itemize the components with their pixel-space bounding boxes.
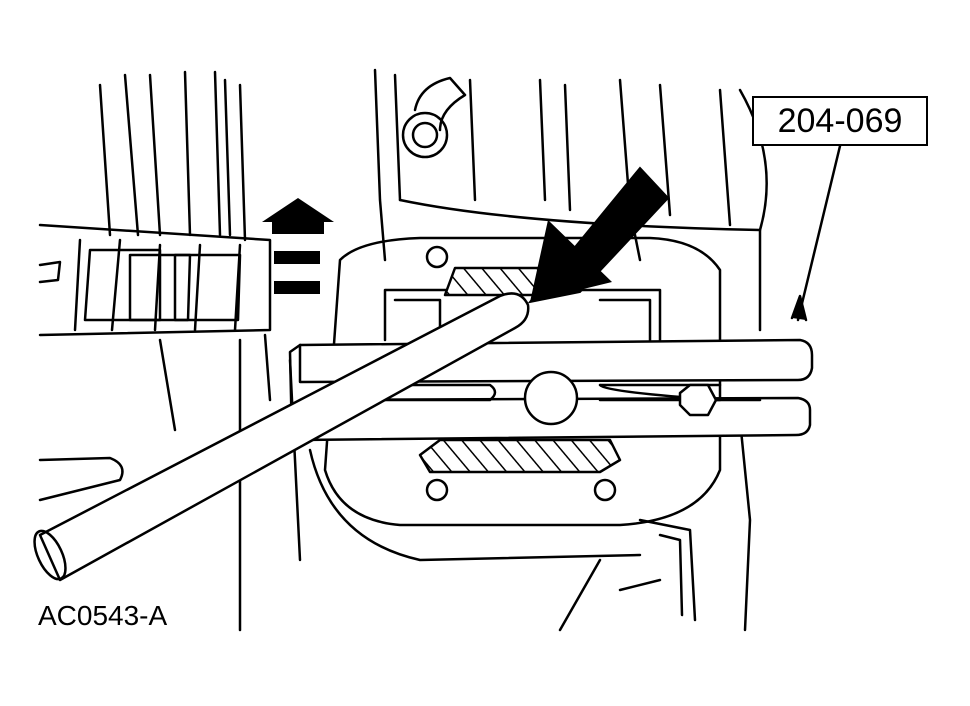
mounting-plate [308, 236, 722, 562]
bolt-head [401, 76, 467, 159]
tool-number-text: 204-069 [777, 101, 903, 140]
direction-up-arrow-icon [262, 198, 334, 294]
pointer-arrow-icon [527, 166, 670, 304]
pry-bar [33, 292, 530, 582]
tool-callout-label: 204-069 [752, 96, 928, 146]
hatched-section-lower [418, 438, 622, 474]
callout-leader-tip [790, 294, 808, 322]
figure-id: AC0543-A [38, 600, 168, 631]
callout-leader-line [796, 144, 842, 322]
